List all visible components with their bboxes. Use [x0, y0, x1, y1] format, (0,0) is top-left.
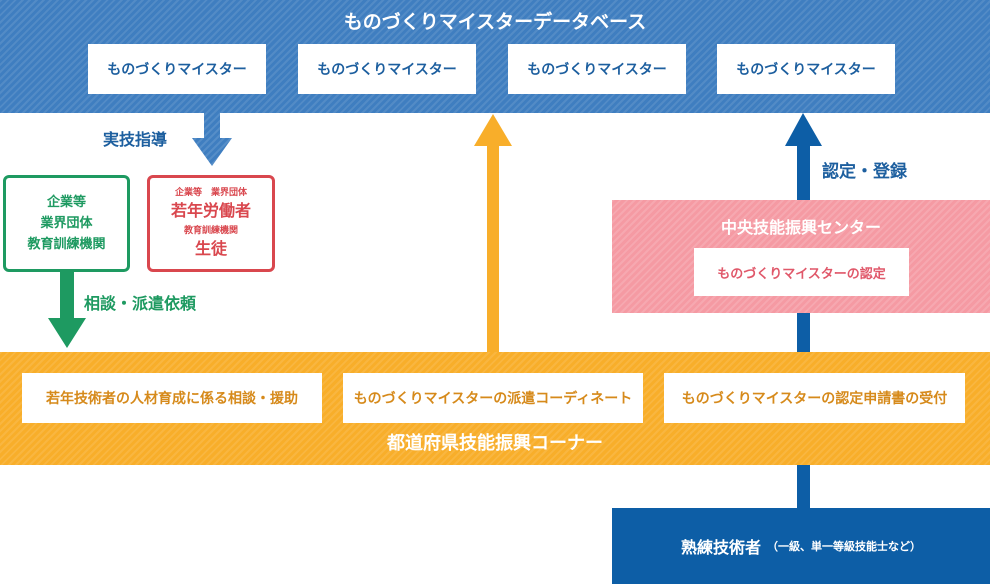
youth-box: 企業等 業界団体 若年労働者 教育訓練機関 生徒: [147, 175, 275, 272]
certify-register-label: 認定・登録: [822, 162, 907, 182]
dispatch-arrow: [474, 114, 512, 352]
meister-entry: ものづくりマイスター: [508, 44, 686, 94]
consult-arrow: [48, 272, 86, 348]
database-title: ものづくりマイスターデータベース: [343, 10, 647, 33]
company-line: 業界団体: [40, 216, 93, 231]
consult-dispatch-label: 相談・派遣依頼: [84, 294, 197, 313]
meister-certification-box: ものづくりマイスターの認定: [694, 248, 909, 296]
central-center-title: 中央技能振興センター: [720, 218, 881, 237]
students-label: 生徒: [194, 239, 227, 258]
skilled-worker-note: （一級、単一等級技能士など）: [767, 540, 921, 553]
company-line: 教育訓練機関: [27, 237, 106, 252]
company-line: 企業等: [46, 195, 86, 210]
meister-entry: ものづくりマイスター: [717, 44, 895, 94]
service-consultation: 若年技術者の人材育成に係る相談・援助: [22, 373, 322, 423]
register-arrow-shaft-upper: [797, 146, 810, 200]
meister-entry: ものづくりマイスター: [298, 44, 476, 94]
skilled-worker-box: 熟練技術者 （一級、単一等級技能士など）: [612, 508, 990, 584]
practical-guidance-arrow: [192, 113, 232, 166]
company-box: 企業等 業界団体 教育訓練機関: [3, 175, 130, 272]
service-application-reception: ものづくりマイスターの認定申請書の受付: [664, 373, 965, 423]
meister-entry: ものづくりマイスター: [88, 44, 266, 94]
prefecture-title: 都道府県技能振興コーナー: [387, 433, 603, 454]
practical-guidance-label: 実技指導: [103, 130, 168, 149]
service-dispatch-coordination: ものづくりマイスターの派遣コーディネート: [343, 373, 643, 423]
youth-org-label: 企業等 業界団体: [174, 188, 247, 198]
register-arrow-head: [785, 113, 822, 146]
youth-edu-label: 教育訓練機関: [183, 226, 238, 236]
young-workers-label: 若年労働者: [170, 201, 251, 220]
skilled-worker-label: 熟練技術者: [680, 538, 761, 557]
